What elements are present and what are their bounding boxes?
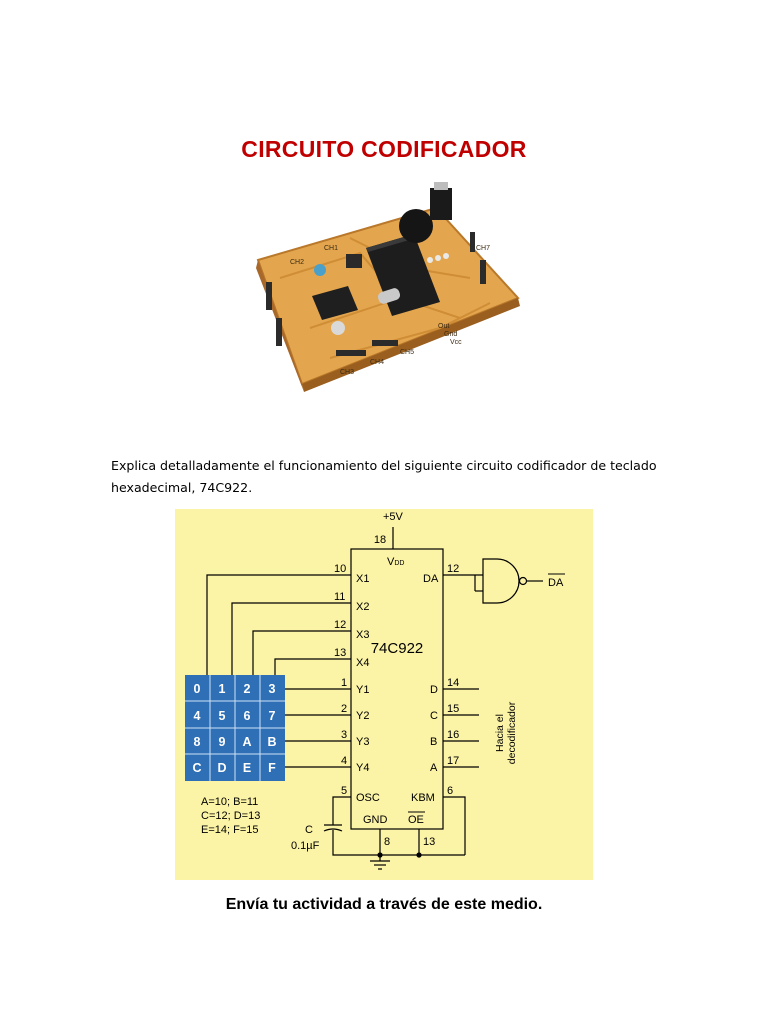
svg-text:Hacia el: Hacia el	[494, 714, 506, 752]
pin-num-2: 2	[341, 703, 347, 715]
pin-kbm: KBM	[411, 792, 435, 804]
key-6: 6	[244, 709, 251, 723]
pin-x2: X2	[356, 601, 369, 613]
ic-chip-small	[312, 286, 358, 320]
da-output-label: DA	[548, 577, 564, 589]
key-f: F	[268, 761, 276, 775]
circuit-board-photo: CH2 CH1 CH3 CH4 CH5 CH7 Out Gnd Vcc	[256, 182, 520, 392]
decoder-label: Hacia el decodificador	[494, 701, 518, 764]
pin-num-5: 5	[341, 785, 347, 797]
instructions-line-1: Explica detalladamente el funcionamiento…	[111, 458, 657, 473]
pin-num-12-da: 12	[447, 563, 459, 575]
key-5: 5	[219, 709, 226, 723]
key-values-line-3: E=14; F=15	[201, 824, 259, 836]
hex-keypad: 0 1 2 3 4 5 6 7 8 9 A B C D E F	[185, 675, 285, 781]
pin-num-12: 12	[334, 619, 346, 631]
pin-x4: X4	[356, 657, 369, 669]
pin-x3: X3	[356, 629, 369, 641]
pin-num-13-oe: 13	[423, 836, 435, 848]
keypad-encoder-schematic: 0 1 2 3 4 5 6 7 8 9 A B C D E F +5V 18 V…	[175, 509, 593, 880]
svg-text:CH7: CH7	[476, 245, 490, 252]
pin-c: C	[430, 710, 438, 722]
key-b: B	[267, 735, 276, 749]
pin-18: 18	[374, 534, 386, 546]
supply-label: +5V	[383, 511, 404, 523]
silkscreen-labels: CH2 CH1 CH3 CH4 CH5 CH7 Out Gnd Vcc	[290, 245, 490, 376]
capacitor-value: 0.1µF	[291, 840, 320, 852]
svg-text:CH3: CH3	[340, 369, 354, 376]
pin-y1: Y1	[356, 684, 369, 696]
pin-a: A	[430, 762, 438, 774]
pin-osc: OSC	[356, 792, 380, 804]
key-c: C	[192, 761, 201, 775]
pin-num-6: 6	[447, 785, 453, 797]
pin-y4: Y4	[356, 762, 369, 774]
svg-text:Out: Out	[438, 323, 449, 330]
pin-num-17: 17	[447, 755, 459, 767]
key-2: 2	[244, 682, 251, 696]
pin-vdd: VDD	[387, 556, 404, 568]
buzzer	[399, 209, 433, 243]
key-7: 7	[269, 709, 276, 723]
led	[427, 257, 433, 263]
instructions-line-2: hexadecimal, 74C922.	[111, 480, 253, 495]
svg-text:CH4: CH4	[370, 359, 384, 366]
pin-x1: X1	[356, 573, 369, 585]
capacitor	[314, 264, 326, 276]
instructions-text: Explica detalladamente el funcionamiento…	[111, 455, 671, 499]
pin-headers	[266, 232, 486, 356]
svg-text:decodificador: decodificador	[506, 701, 518, 764]
pin-da: DA	[423, 573, 439, 585]
pin-num-13: 13	[334, 647, 346, 659]
pin-num-14: 14	[447, 677, 459, 689]
pin-num-16: 16	[447, 729, 459, 741]
pin-num-4: 4	[341, 755, 347, 767]
key-values-line-2: C=12; D=13	[201, 810, 260, 822]
capacitor-label: C	[305, 824, 313, 836]
led	[443, 253, 449, 259]
pin-d: D	[430, 684, 438, 696]
key-d: D	[217, 761, 226, 775]
pin-num-8: 8	[384, 836, 390, 848]
voltage-regulator	[430, 182, 452, 220]
key-1: 1	[219, 682, 226, 696]
pin-num-3: 3	[341, 729, 347, 741]
crystal	[377, 288, 401, 304]
svg-text:CH5: CH5	[400, 349, 414, 356]
svg-text:CH1: CH1	[324, 245, 338, 252]
svg-text:CH2: CH2	[290, 259, 304, 266]
key-9: 9	[219, 735, 226, 749]
pin-num-10: 10	[334, 563, 346, 575]
pin-num-1: 1	[341, 677, 347, 689]
key-e: E	[243, 761, 251, 775]
svg-text:Vcc: Vcc	[450, 339, 462, 346]
capacitor	[331, 321, 345, 335]
pin-gnd: GND	[363, 814, 388, 826]
key-a: A	[242, 735, 251, 749]
svg-text:Gnd: Gnd	[444, 331, 457, 338]
chip-name: 74C922	[371, 640, 424, 657]
led	[435, 255, 441, 261]
pin-b: B	[430, 736, 437, 748]
key-3: 3	[269, 682, 276, 696]
key-8: 8	[194, 735, 201, 749]
push-button	[346, 254, 362, 268]
pin-y2: Y2	[356, 710, 369, 722]
key-0: 0	[194, 682, 201, 696]
key-values-line-1: A=10; B=11	[201, 796, 258, 808]
pin-y3: Y3	[356, 736, 369, 748]
pin-oe: OE	[408, 814, 424, 826]
key-4: 4	[194, 709, 201, 723]
footer-instruction: Envía tu actividad a través de este medi…	[225, 896, 543, 913]
pin-num-15: 15	[447, 703, 459, 715]
page-title: CIRCUITO CODIFICADOR	[241, 136, 527, 162]
pin-num-11: 11	[334, 591, 345, 603]
